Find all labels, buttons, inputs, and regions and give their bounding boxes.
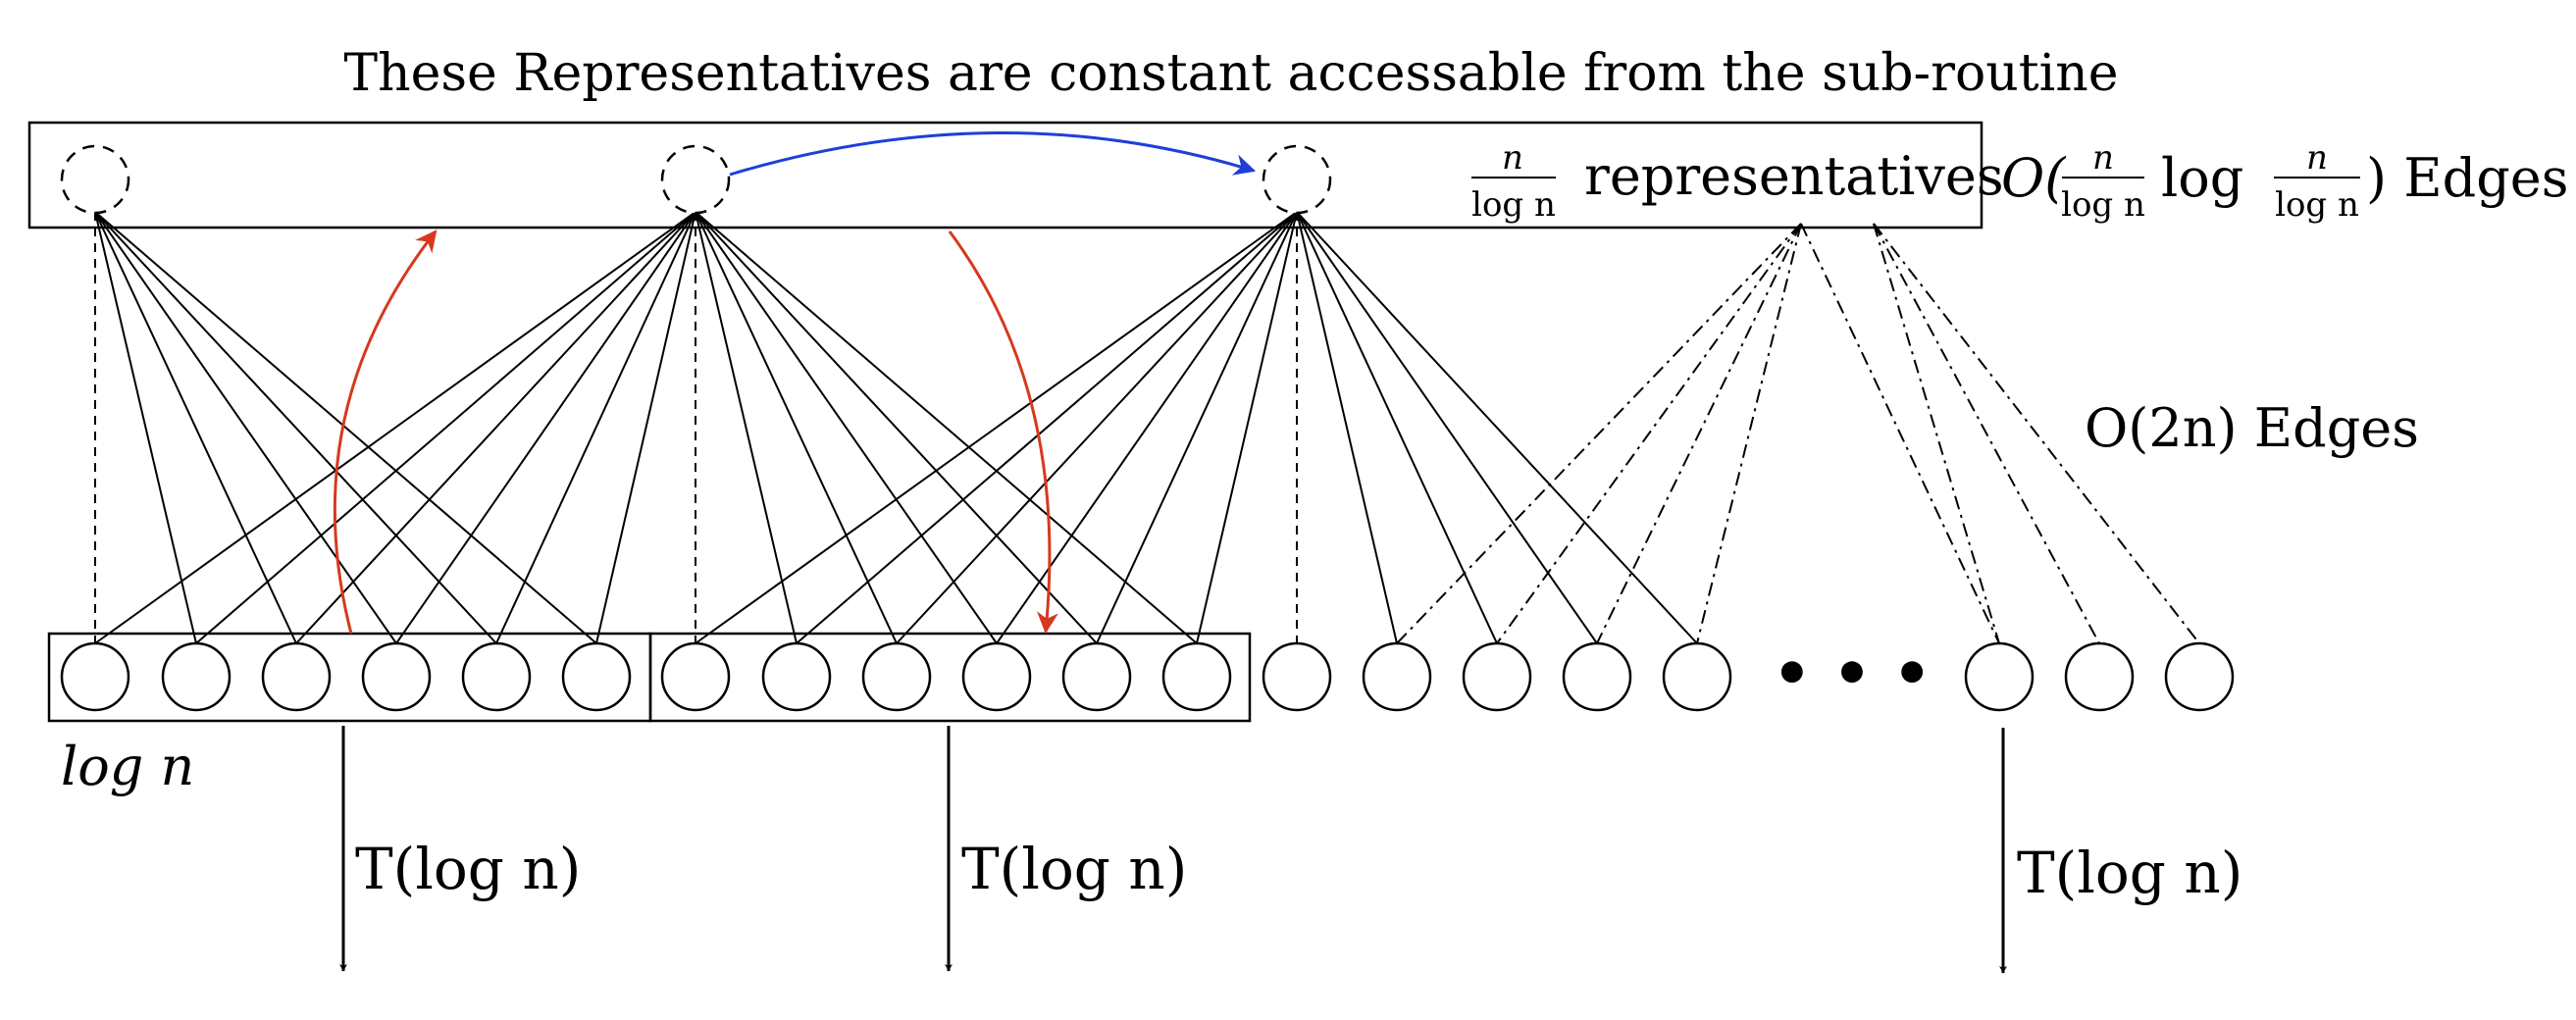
fan-edge-3-10	[996, 211, 1298, 644]
fan-edge-1-4	[94, 211, 397, 644]
fan-edge-2-4	[395, 211, 696, 644]
rep-text: representatives	[1584, 145, 2004, 207]
fan-edge-2-9	[695, 211, 898, 644]
red-arrow-down	[948, 230, 1058, 635]
recursion-label-1: T(log n)	[355, 836, 581, 902]
bottom-node-18	[1964, 641, 2035, 712]
dashdot-edge-b-19	[1873, 223, 2100, 644]
bottom-node-3	[261, 641, 332, 712]
rep-frac-numerator: n	[1502, 138, 1523, 178]
dashdot-edge-a-14	[1396, 223, 1802, 644]
bottom-node-19	[2064, 641, 2135, 712]
dashdot-edge-a-15	[1496, 223, 1802, 644]
bottom-node-2	[161, 641, 232, 712]
fan-edge-2-6	[595, 211, 696, 644]
fan-edge-1-2	[94, 211, 197, 644]
group-box-1	[47, 632, 652, 723]
bottom-node-17	[1662, 641, 1732, 712]
fan-edge-2-2	[195, 211, 696, 644]
bottom-node-10	[961, 641, 1032, 712]
bottom-node-5	[461, 641, 532, 712]
bottom-node-8	[761, 641, 832, 712]
diagram-title: These Representatives are constant acces…	[343, 44, 2118, 103]
representative-node-2	[660, 144, 731, 215]
dashdot-edge-b-18	[1873, 223, 2000, 644]
bottom-node-16	[1562, 641, 1632, 712]
fan-edge-2-1	[94, 211, 696, 644]
top-frac2-numerator: n	[2306, 138, 2328, 178]
fan-edge-2-10	[695, 211, 998, 644]
fan-edge-1-6	[94, 211, 597, 644]
representatives-box	[27, 121, 1984, 230]
bottom-node-12	[1161, 641, 1232, 712]
group-box-2	[648, 632, 1252, 723]
rep-frac-denominator: log n	[1471, 185, 1556, 225]
bottom-node-4	[361, 641, 432, 712]
top-edges-log: log	[2161, 147, 2243, 209]
fan-edge-1-5	[94, 211, 497, 644]
fan-edge-3-7	[695, 211, 1298, 644]
mid-edges-label: O(2n) Edges	[2085, 397, 2419, 459]
fan-edge-3-14	[1296, 211, 1398, 644]
recursion-label-3: T(log n)	[2017, 840, 2242, 906]
ellipsis: • • •	[1773, 638, 1932, 709]
dashdot-edge-b-20	[1873, 223, 2200, 644]
representative-node-1	[60, 144, 130, 215]
fan-edge-2-11	[695, 211, 1098, 644]
top-frac1-numerator: n	[2092, 138, 2114, 178]
fan-edge-2-5	[495, 211, 696, 644]
top-edges-label: O( n log n log n log n ) Edges	[2001, 138, 2568, 225]
top-frac2-denominator: log n	[2275, 185, 2359, 225]
fan-edge-3-16	[1296, 211, 1598, 644]
fan-edge-3-15	[1296, 211, 1498, 644]
fan-edge-3-17	[1296, 211, 1698, 644]
representative-node-3	[1262, 144, 1332, 215]
top-edges-prefix: O(	[2001, 147, 2067, 209]
fan-edge-2-3	[295, 211, 696, 644]
recursion-label-2: T(log n)	[961, 836, 1187, 902]
bottom-node-20	[2164, 641, 2235, 712]
blue-rep-arrow	[729, 131, 1257, 177]
top-edges-suffix: ) Edges	[2366, 147, 2568, 209]
fan-edge-1-3	[94, 211, 297, 644]
dashdot-edge-a-18	[1800, 223, 2000, 644]
bottom-node-6	[561, 641, 632, 712]
representatives-label: n log n representatives	[1471, 138, 2004, 225]
fan-edge-3-12	[1196, 211, 1298, 644]
bottom-node-1	[60, 641, 130, 712]
top-frac1-denominator: log n	[2061, 185, 2145, 225]
fan-edge-2-12	[695, 211, 1198, 644]
group-size-label: log n	[61, 736, 194, 797]
bottom-node-9	[861, 641, 932, 712]
bottom-node-7	[660, 641, 731, 712]
dashdot-edge-a-16	[1596, 223, 1802, 644]
dashdot-edge-a-17	[1696, 223, 1802, 644]
fan-edge-3-9	[896, 211, 1298, 644]
red-arrow-up	[333, 230, 438, 635]
bottom-node-15	[1462, 641, 1532, 712]
fan-edge-2-8	[695, 211, 798, 644]
bottom-node-11	[1061, 641, 1132, 712]
fan-edge-3-11	[1096, 211, 1298, 644]
edges-layer	[94, 211, 2200, 644]
fan-edge-3-8	[796, 211, 1298, 644]
bottom-node-14	[1362, 641, 1432, 712]
bottom-node-13	[1262, 641, 1332, 712]
bottom-nodes-layer	[60, 641, 2235, 712]
